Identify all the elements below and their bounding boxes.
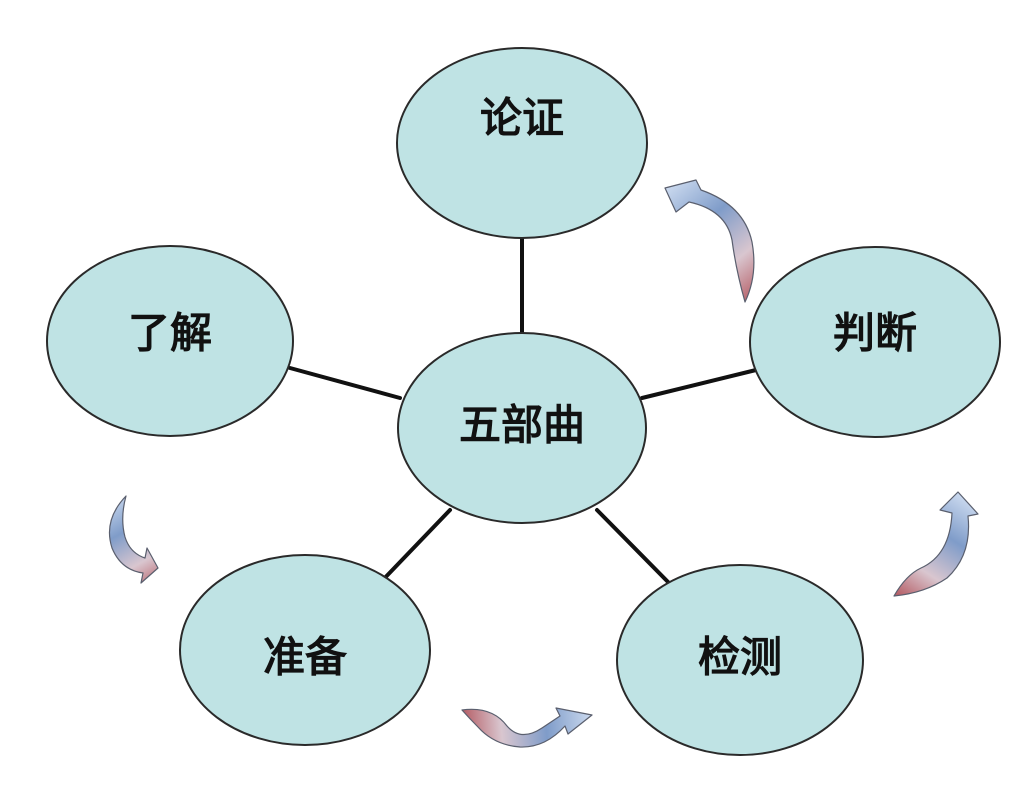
spoke-to-jiance	[595, 508, 672, 586]
node-jiance-label: 检测	[698, 633, 782, 682]
node-lunzheng-label: 论证	[480, 94, 564, 143]
node-zhunbei-label: 准备	[263, 633, 348, 682]
spoke-to-liaojie	[288, 366, 402, 400]
center-node-label: 五部曲	[459, 401, 585, 450]
node-zhunbei: 准备	[179, 554, 431, 746]
node-liaojie: 了解	[46, 245, 294, 437]
node-liaojie-ellipse	[46, 245, 294, 437]
center-node-ellipse	[397, 332, 647, 524]
spoke-to-zhunbei	[376, 508, 452, 587]
node-zhunbei-ellipse	[179, 554, 431, 746]
node-jiance-ellipse	[616, 564, 864, 756]
cycle-arrow-jiance-to-panduan	[893, 491, 979, 597]
node-lunzheng-ellipse	[396, 47, 648, 239]
node-lunzheng: 论证	[396, 47, 648, 239]
node-panduan-ellipse	[749, 246, 1001, 438]
cycle-arrow-liaojie-to-zhunbei	[108, 495, 159, 584]
node-panduan-label: 判断	[833, 309, 917, 358]
spoke-to-panduan	[640, 368, 758, 400]
node-panduan: 判断	[749, 246, 1001, 438]
node-liaojie-label: 了解	[128, 309, 212, 358]
cycle-arrow-zhunbei-to-jiance	[461, 707, 593, 748]
cycle-arrow-panduan-to-lunzheng	[664, 179, 755, 303]
node-jiance: 检测	[616, 564, 864, 756]
center-node: 五部曲	[397, 332, 647, 524]
